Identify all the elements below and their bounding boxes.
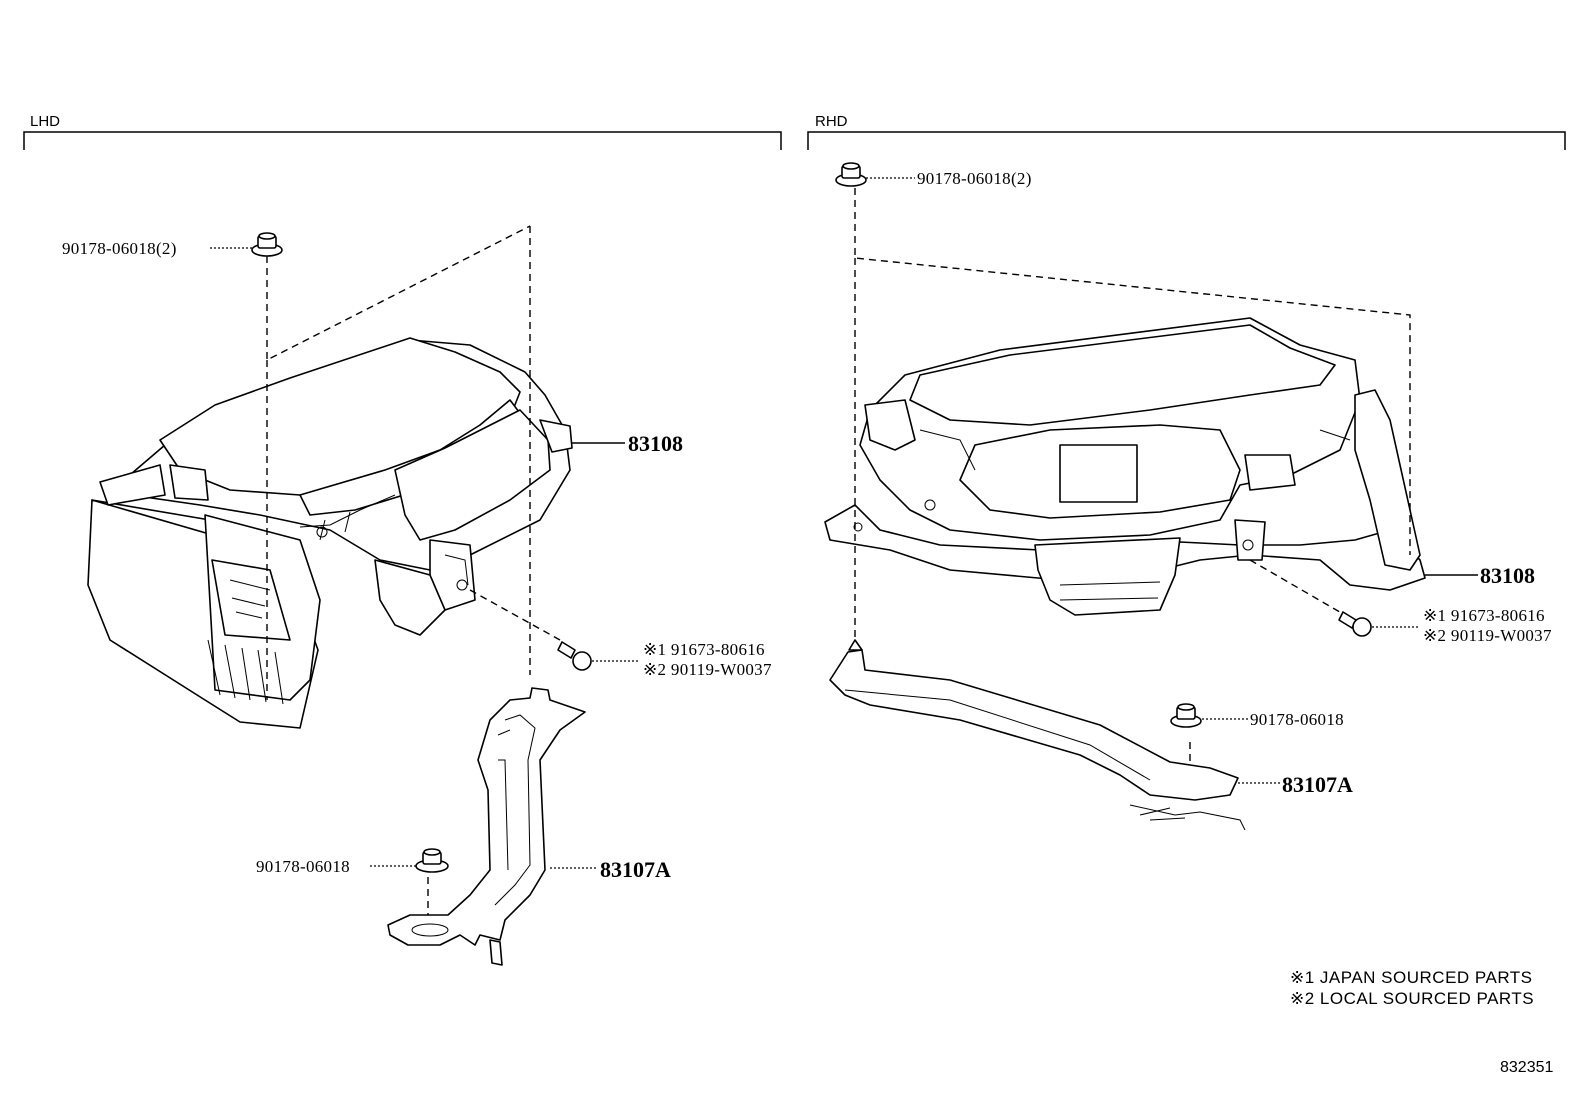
lhd-box-83108[interactable] — [87, 337, 573, 729]
lhd-bolt-top-callout[interactable]: 90178-06018(2) — [62, 239, 177, 258]
lhd-section-bracket — [23, 131, 782, 150]
rhd-screw-icon[interactable] — [1338, 611, 1372, 637]
lhd-screw-callout-2[interactable]: ※2 90119-W0037 — [643, 660, 772, 679]
rhd-screw-callout-2[interactable]: ※2 90119-W0037 — [1423, 626, 1552, 645]
lhd-bolt-bottom-callout[interactable]: 90178-06018 — [256, 857, 350, 876]
rhd-bolt-mid-callout[interactable]: 90178-06018 — [1250, 710, 1344, 729]
rhd-screw-callout-1[interactable]: ※1 91673-80616 — [1423, 606, 1545, 625]
rhd-section-bracket — [807, 131, 1566, 150]
lhd-screw-callout-1[interactable]: ※1 91673-80616 — [643, 640, 765, 659]
rhd-bolt-mid-icon[interactable] — [1170, 703, 1202, 728]
illustration-number: 832351 — [1500, 1059, 1553, 1076]
rhd-box-83108[interactable] — [824, 317, 1426, 616]
rhd-bracket-83107a[interactable] — [829, 639, 1246, 831]
rhd-section-label: RHD — [815, 113, 848, 130]
legend-note-japan: ※1 JAPAN SOURCED PARTS — [1290, 968, 1533, 987]
lhd-bracket-83107a[interactable] — [387, 687, 586, 966]
lhd-bracket-callout[interactable]: 83107A — [600, 857, 671, 882]
rhd-bracket-callout[interactable]: 83107A — [1282, 772, 1353, 797]
lhd-bolt-top-icon[interactable] — [251, 232, 283, 257]
legend-note-local: ※2 LOCAL SOURCED PARTS — [1290, 989, 1534, 1008]
lhd-screw-icon[interactable] — [557, 641, 592, 671]
lhd-bolt-bottom-icon[interactable] — [415, 848, 449, 873]
rhd-box-callout[interactable]: 83108 — [1480, 563, 1535, 588]
rhd-bolt-top-icon[interactable] — [835, 162, 867, 187]
lhd-section-label: LHD — [30, 113, 60, 130]
rhd-bolt-top-callout[interactable]: 90178-06018(2) — [917, 169, 1032, 188]
lhd-box-callout[interactable]: 83108 — [628, 431, 683, 456]
